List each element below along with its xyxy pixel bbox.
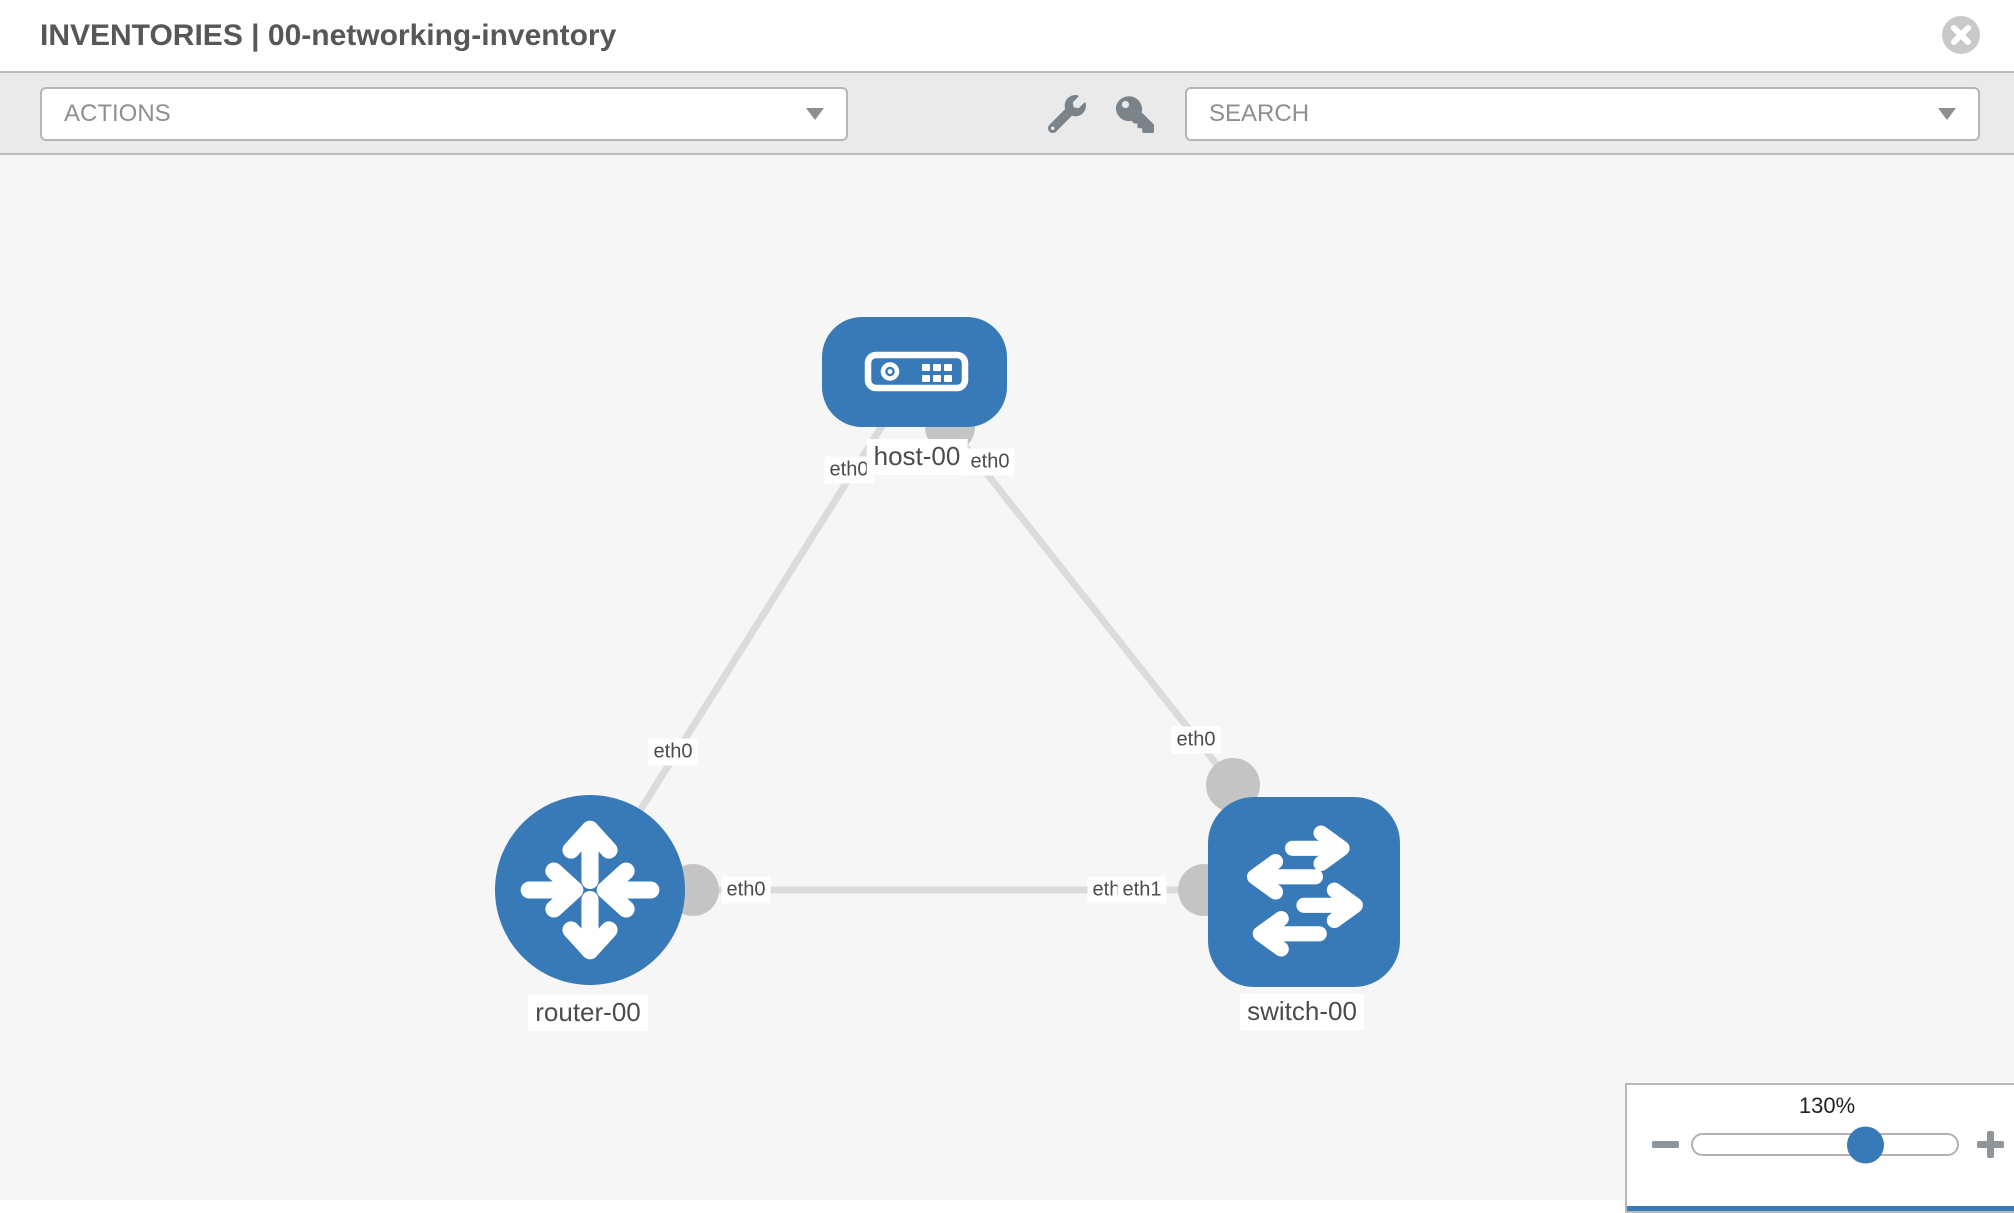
topology-canvas[interactable]: eth0 eth0 eth0 eth0 eth0 eth0 eth1 host-… bbox=[0, 155, 2014, 1200]
if-label: eth0 bbox=[721, 876, 771, 904]
topology-edges bbox=[587, 370, 1260, 916]
node-label-router: router-00 bbox=[528, 995, 648, 1031]
panel-bottom-accent bbox=[1627, 1206, 2014, 1211]
key-icon bbox=[1116, 96, 1154, 133]
zoom-panel: 130% bbox=[1625, 1083, 2014, 1213]
node-label-switch: switch-00 bbox=[1240, 994, 1364, 1030]
actions-dropdown[interactable]: ACTIONS bbox=[40, 87, 848, 141]
zoom-level: 130% bbox=[1798, 1093, 1856, 1118]
credentials-button[interactable] bbox=[1116, 95, 1154, 133]
node-label-host: host-00 bbox=[866, 439, 968, 475]
if-label: eth0 bbox=[1171, 726, 1221, 754]
close-button[interactable] bbox=[1941, 15, 1981, 55]
node-router-00[interactable] bbox=[495, 795, 685, 985]
chevron-down-icon bbox=[806, 108, 824, 120]
switch-icon bbox=[1247, 825, 1363, 957]
if-label: eth0 bbox=[824, 456, 874, 484]
node-switch-00[interactable] bbox=[1208, 797, 1400, 987]
if-label: eth0 bbox=[648, 738, 698, 766]
zoom-out-button[interactable] bbox=[1652, 1141, 1679, 1148]
search-dropdown-label: SEARCH bbox=[1209, 100, 1310, 127]
configure-button[interactable] bbox=[1047, 95, 1086, 134]
if-label: eth1 bbox=[1117, 876, 1167, 904]
actions-dropdown-label: ACTIONS bbox=[64, 100, 171, 127]
page-title: INVENTORIES | 00-networking-inventory bbox=[40, 18, 617, 52]
zoom-in-button[interactable] bbox=[1977, 1131, 2004, 1158]
server-icon bbox=[864, 351, 969, 392]
plus-icon bbox=[1987, 1131, 1994, 1158]
toolbar: ACTIONS SEARCH bbox=[0, 71, 2014, 155]
if-label: eth0 bbox=[965, 448, 1015, 476]
node-host-00[interactable] bbox=[822, 317, 1007, 427]
search-dropdown[interactable]: SEARCH bbox=[1185, 87, 1980, 141]
close-icon bbox=[1942, 16, 1980, 54]
link-host-switch bbox=[947, 424, 1236, 788]
header: INVENTORIES | 00-networking-inventory bbox=[0, 0, 2014, 71]
zoom-slider[interactable] bbox=[1691, 1126, 1959, 1163]
zoom-slider-thumb[interactable] bbox=[1847, 1126, 1884, 1163]
router-icon bbox=[520, 820, 660, 960]
chevron-down-icon bbox=[1938, 108, 1956, 120]
wrench-icon bbox=[1047, 95, 1086, 134]
